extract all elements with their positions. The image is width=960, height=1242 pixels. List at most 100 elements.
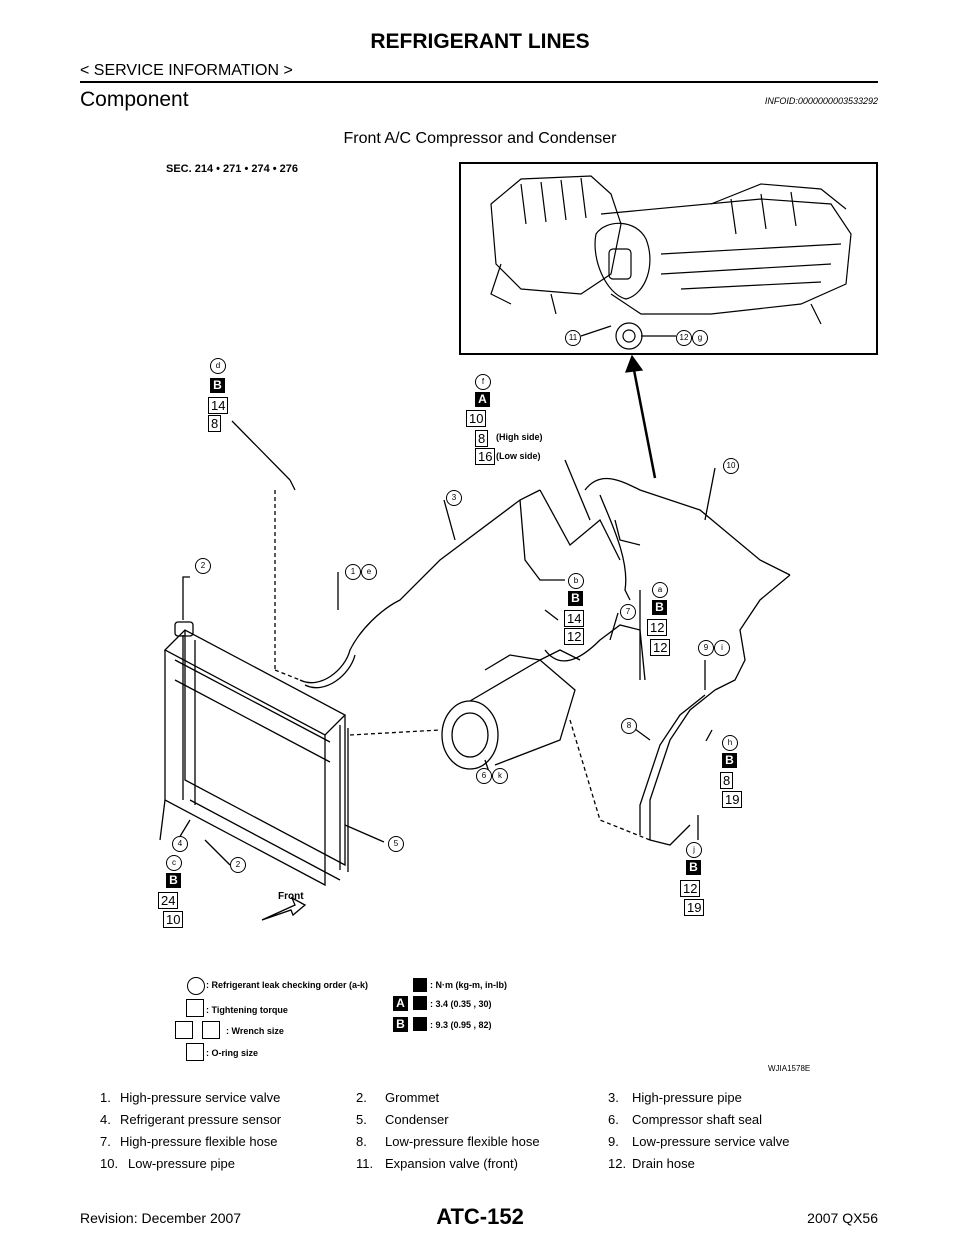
parts-row: 10. Low-pressure pipe 11. Expansion valv…: [100, 1156, 860, 1178]
callout-5: 5: [388, 836, 404, 852]
legend-wrench-box-1: [175, 1021, 193, 1039]
parts-row: 1. High-pressure service valve 2. Gromme…: [100, 1090, 860, 1112]
callout-7: 7: [620, 604, 636, 620]
part-name: High-pressure flexible hose: [120, 1134, 278, 1149]
part-number: 8.: [356, 1134, 367, 1149]
front-direction-label: Front: [278, 891, 304, 902]
torque-letter-b-c: B: [166, 873, 181, 888]
callout-8: 8: [621, 718, 637, 734]
wrench-size-d: 14: [208, 397, 229, 414]
parts-list: 1. High-pressure service valve 2. Gromme…: [100, 1090, 860, 1178]
legend-circle-symbol: [187, 977, 205, 995]
part-number: 6.: [608, 1112, 619, 1127]
legend-wrench-size: : Wrench size: [226, 1026, 284, 1036]
torque-letter-b-d: B: [210, 378, 225, 393]
parts-row: 7. High-pressure flexible hose 8. Low-pr…: [100, 1134, 860, 1156]
callout-a: a: [652, 582, 668, 598]
wrench-icon: [413, 978, 427, 992]
oring-size-f-high: 8: [475, 430, 489, 447]
callout-g: g: [692, 330, 708, 346]
callout-10: 10: [723, 458, 739, 474]
revision-date: Revision: December 2007: [80, 1210, 242, 1226]
torque-letter-b-j: B: [686, 860, 701, 875]
section-breadcrumb: < SERVICE INFORMATION >: [80, 62, 293, 79]
legend-letter-b: B: [393, 1017, 408, 1032]
figure-caption: Front A/C Compressor and Condenser: [343, 130, 617, 147]
legend-torque-a: : 3.4 (0.35 , 30): [430, 999, 492, 1009]
part-number: 5.: [356, 1112, 367, 1127]
part-name: Grommet: [385, 1090, 440, 1105]
callout-3: 3: [446, 490, 462, 506]
callout-j: j: [686, 842, 702, 858]
callout-9: 9: [698, 640, 714, 656]
part-number: 11.: [356, 1156, 374, 1171]
callout-k: k: [492, 768, 508, 784]
part-number: 9.: [608, 1134, 619, 1149]
torque-letter-b-a: B: [652, 600, 667, 615]
legend-leak-order: : Refrigerant leak checking order (a-k): [206, 980, 369, 990]
callout-f: f: [475, 374, 491, 390]
legend-oring-box: [186, 1043, 204, 1061]
wrench-icon-a: [413, 996, 427, 1010]
oring-size-j: 12: [680, 880, 701, 897]
low-side-label: (Low side): [496, 451, 541, 461]
oring-size-c: 10: [163, 911, 184, 928]
wrench-icon-b: [413, 1017, 427, 1031]
callout-12: 12: [676, 330, 692, 346]
callout-h: h: [722, 735, 738, 751]
legend-oring-size: : O-ring size: [206, 1048, 259, 1058]
section-heading: Component: [80, 88, 189, 111]
wrench-size-j: 19: [684, 899, 705, 916]
oring-size-h: 8: [720, 772, 734, 789]
legend-torque-b: : 9.3 (0.95 , 82): [430, 1020, 492, 1030]
part-name: Drain hose: [632, 1156, 695, 1171]
wrench-size-c: 24: [158, 892, 179, 909]
figure-id: WJIA1578E: [768, 1064, 811, 1073]
part-name: Low-pressure pipe: [128, 1156, 235, 1171]
callout-11: 11: [565, 330, 581, 346]
oring-size-d: 8: [208, 415, 222, 432]
callout-1: 1: [345, 564, 361, 580]
part-name: High-pressure service valve: [120, 1090, 281, 1105]
page-number: ATC-152: [436, 1204, 524, 1229]
part-number: 12.: [608, 1156, 627, 1171]
wrench-size-b: 14: [564, 610, 585, 627]
high-side-label: (High side): [496, 432, 543, 442]
torque-letter-b-h: B: [722, 753, 737, 768]
inset-hvac-unit: 11 12 g: [459, 162, 878, 355]
section-number: SEC. 214 • 271 • 274 • 276: [166, 163, 299, 175]
torque-letter-b-b: B: [568, 591, 583, 606]
info-id: INFOID:0000000003533292: [764, 96, 878, 106]
callout-6: 6: [476, 768, 492, 784]
part-number: 3.: [608, 1090, 619, 1105]
part-number: 4.: [100, 1112, 111, 1127]
legend-letter-a: A: [393, 996, 408, 1011]
wrench-size-a: 12: [647, 619, 668, 636]
legend-tightening-torque: : Tightening torque: [206, 1005, 288, 1015]
oring-size-b: 12: [564, 628, 585, 645]
part-number: 10.: [100, 1156, 119, 1171]
callout-e: e: [361, 564, 377, 580]
hvac-unit-drawing: [490, 175, 852, 350]
legend-wrench-box-2: [202, 1021, 220, 1039]
part-number: 7.: [100, 1134, 111, 1149]
parts-row: 4. Refrigerant pressure sensor 5. Conden…: [100, 1112, 860, 1134]
part-number: 1.: [100, 1090, 111, 1105]
callout-i: i: [714, 640, 730, 656]
callout-2-bottom: 2: [230, 857, 246, 873]
part-name: Compressor shaft seal: [632, 1112, 763, 1127]
oring-size-a: 12: [650, 639, 671, 656]
torque-letter-a-f: A: [475, 392, 490, 407]
oring-size-f-low: 16: [475, 448, 496, 465]
callout-2-top: 2: [195, 558, 211, 574]
page-title: REFRIGERANT LINES: [370, 30, 590, 53]
callout-b: b: [568, 573, 584, 589]
vehicle-model: 2007 QX56: [807, 1210, 878, 1226]
callout-c: c: [166, 855, 182, 871]
part-name: Low-pressure flexible hose: [385, 1134, 540, 1149]
part-name: Expansion valve (front): [385, 1156, 518, 1171]
part-name: Condenser: [385, 1112, 449, 1127]
callout-d: d: [210, 358, 226, 374]
header-rule: [80, 81, 878, 83]
